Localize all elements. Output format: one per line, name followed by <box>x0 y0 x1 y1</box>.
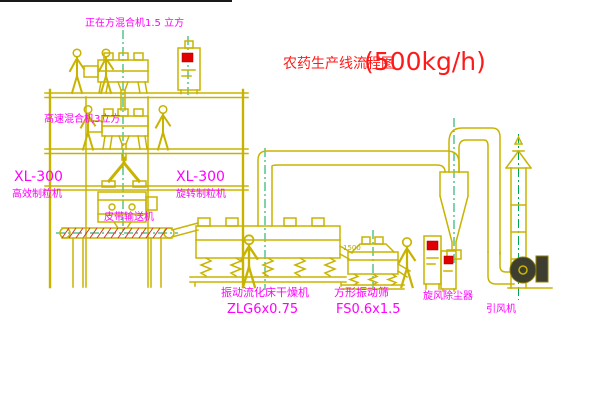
screen-label: 方形振动筛 <box>334 285 389 299</box>
conveyor-truss-hatch <box>61 227 168 239</box>
granulator-mid-label: 旋转制粒机 <box>176 187 226 200</box>
fan-scroll <box>509 256 537 284</box>
worker-figure <box>80 104 96 151</box>
xl300-mid-label: XL-300 <box>176 169 225 185</box>
control-cabinet-2 <box>423 235 442 290</box>
granulator-left-label: 高效制粒机 <box>12 187 62 200</box>
mixer-top-label: 正在方混合机1.5 立方 <box>85 16 184 29</box>
screen-model-label: FS0.6x1.5 <box>336 302 401 317</box>
cabinet-lamp <box>184 40 194 49</box>
control-cabinet-3 <box>440 250 457 292</box>
xl300-left-label: XL-300 <box>14 169 63 185</box>
fan-label: 引风机 <box>486 302 516 315</box>
fluid-bed-dryer <box>189 217 354 287</box>
horizontal-mixer <box>83 52 149 111</box>
cabinet-indicator <box>181 52 194 63</box>
cyclone-label: 旋风除尘器 <box>423 289 473 302</box>
induced-draft-fan <box>487 251 553 289</box>
worker-figure <box>155 104 171 151</box>
pipe-dimension-label: 1500 <box>343 244 361 252</box>
cyclone-separator <box>439 127 501 260</box>
fan-motor <box>535 255 549 283</box>
worker-figure <box>69 48 85 94</box>
belt-conveyor-label: 皮带输送机 <box>104 210 154 223</box>
exhaust-duct <box>257 150 460 227</box>
screen-springs <box>347 272 398 287</box>
cabinet-indicator <box>443 255 454 265</box>
dryer-springs <box>198 256 338 278</box>
dryer-label: 振动流化床干燥机 <box>221 285 309 299</box>
diagram-title: 农药生产线流程图 <box>283 56 395 72</box>
dryer-model-label: ZLG6x0.75 <box>227 302 298 317</box>
control-cabinet-main <box>177 40 201 95</box>
diagram-capacity: (500kg/h) <box>364 47 486 76</box>
splitter-chute <box>101 156 147 188</box>
high-speed-mixer <box>87 108 149 161</box>
granulator <box>97 191 158 229</box>
mixer-mid-label: 高速混合机3立方 <box>44 112 120 125</box>
exhaust-stack <box>504 135 533 289</box>
vibrating-screen <box>341 236 412 290</box>
worker-figure <box>398 236 416 289</box>
cabinet-indicator <box>426 240 439 251</box>
belt-conveyor <box>59 222 199 288</box>
top-border-line <box>0 0 232 2</box>
